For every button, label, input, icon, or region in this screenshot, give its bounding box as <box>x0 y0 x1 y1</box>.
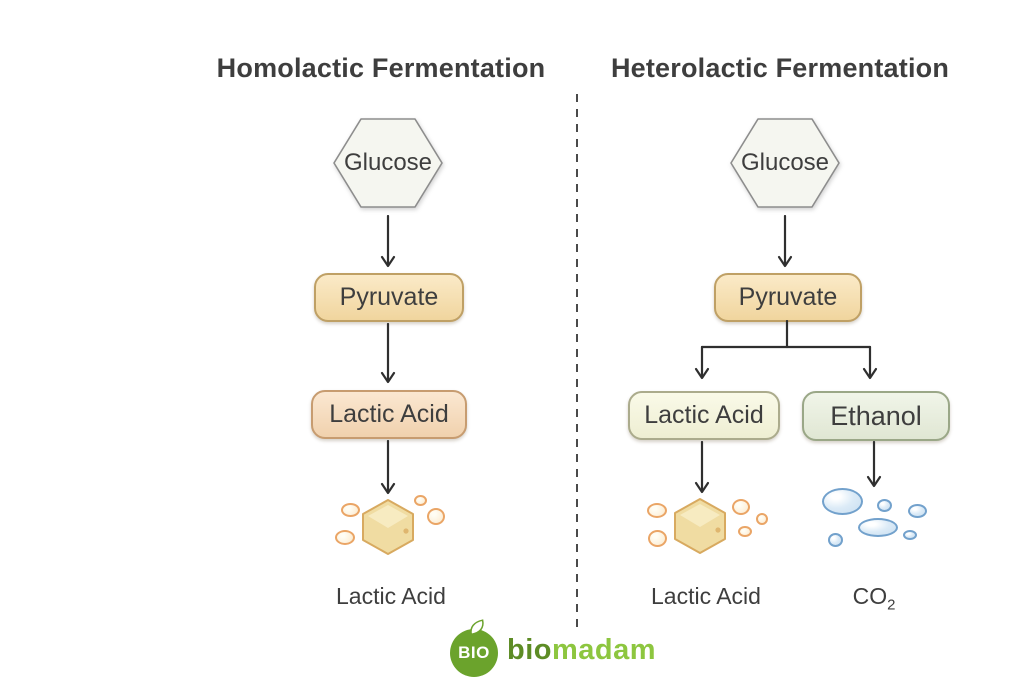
lactic-acid-product-label-left: Lactic Acid <box>336 583 446 609</box>
pyruvate-label-left: Pyruvate <box>339 283 439 311</box>
arrow-down-icon <box>777 215 793 268</box>
droplet-icon <box>341 503 360 517</box>
lactic-acid-node-right: Lactic Acid <box>628 391 780 440</box>
lactic-acid-product-label-right: Lactic Acid <box>651 583 761 609</box>
droplet-icon <box>335 530 355 545</box>
ethanol-label: Ethanol <box>830 400 922 431</box>
co2-bubble-icon <box>908 504 927 518</box>
arrow-down-icon <box>866 441 882 488</box>
hexagon-shape <box>730 118 840 208</box>
droplet-icon <box>756 513 768 525</box>
droplet-icon <box>414 495 427 506</box>
co2-bubble-icon <box>903 530 917 540</box>
droplet-icon <box>738 526 752 537</box>
lactic-acid-crystal-icon <box>674 498 726 554</box>
droplet-icon <box>648 530 667 547</box>
heterolactic-title: Heterolactic Fermentation <box>610 53 950 83</box>
co2-bubble-icon <box>828 533 843 547</box>
co2-bubble-icon <box>858 518 898 537</box>
glucose-label-right: Glucose <box>740 149 830 176</box>
biomadam-logo-text: biomadam <box>507 634 656 667</box>
hexagon-shape <box>333 118 443 208</box>
co2-bubble-icon <box>822 488 863 515</box>
branch-connector <box>694 320 878 380</box>
arrow-down-icon <box>380 440 396 495</box>
lactic-acid-label-right: Lactic Acid <box>644 401 764 429</box>
glucose-node-left: Glucose <box>332 117 444 209</box>
column-divider <box>576 94 578 630</box>
arrow-down-icon <box>380 215 396 268</box>
pyruvate-label-right: Pyruvate <box>738 283 838 311</box>
ethanol-node: Ethanol <box>802 391 950 441</box>
biomadam-logo-badge: BIO <box>450 629 498 677</box>
lactic-acid-node-left: Lactic Acid <box>311 390 467 439</box>
leaf-icon <box>470 619 484 636</box>
brand-prefix: bio <box>507 634 552 666</box>
arrow-down-icon <box>694 441 710 494</box>
bio-badge-text: BIO <box>458 643 490 662</box>
lactic-acid-label-left: Lactic Acid <box>329 400 449 428</box>
pyruvate-node-left: Pyruvate <box>314 273 464 322</box>
glucose-label-left: Glucose <box>343 149 433 176</box>
droplet-icon <box>647 503 667 518</box>
arrow-down-icon <box>380 323 396 384</box>
homolactic-title: Homolactic Fermentation <box>216 53 546 83</box>
pyruvate-node-right: Pyruvate <box>714 273 862 322</box>
lactic-acid-crystal-icon <box>362 499 414 555</box>
glucose-node-right: Glucose <box>729 117 841 209</box>
brand-suffix: madam <box>552 634 657 666</box>
co2-product-label: CO2 <box>852 583 896 614</box>
droplet-icon <box>427 508 445 525</box>
co2-bubble-icon <box>877 499 892 512</box>
droplet-icon <box>732 499 750 515</box>
